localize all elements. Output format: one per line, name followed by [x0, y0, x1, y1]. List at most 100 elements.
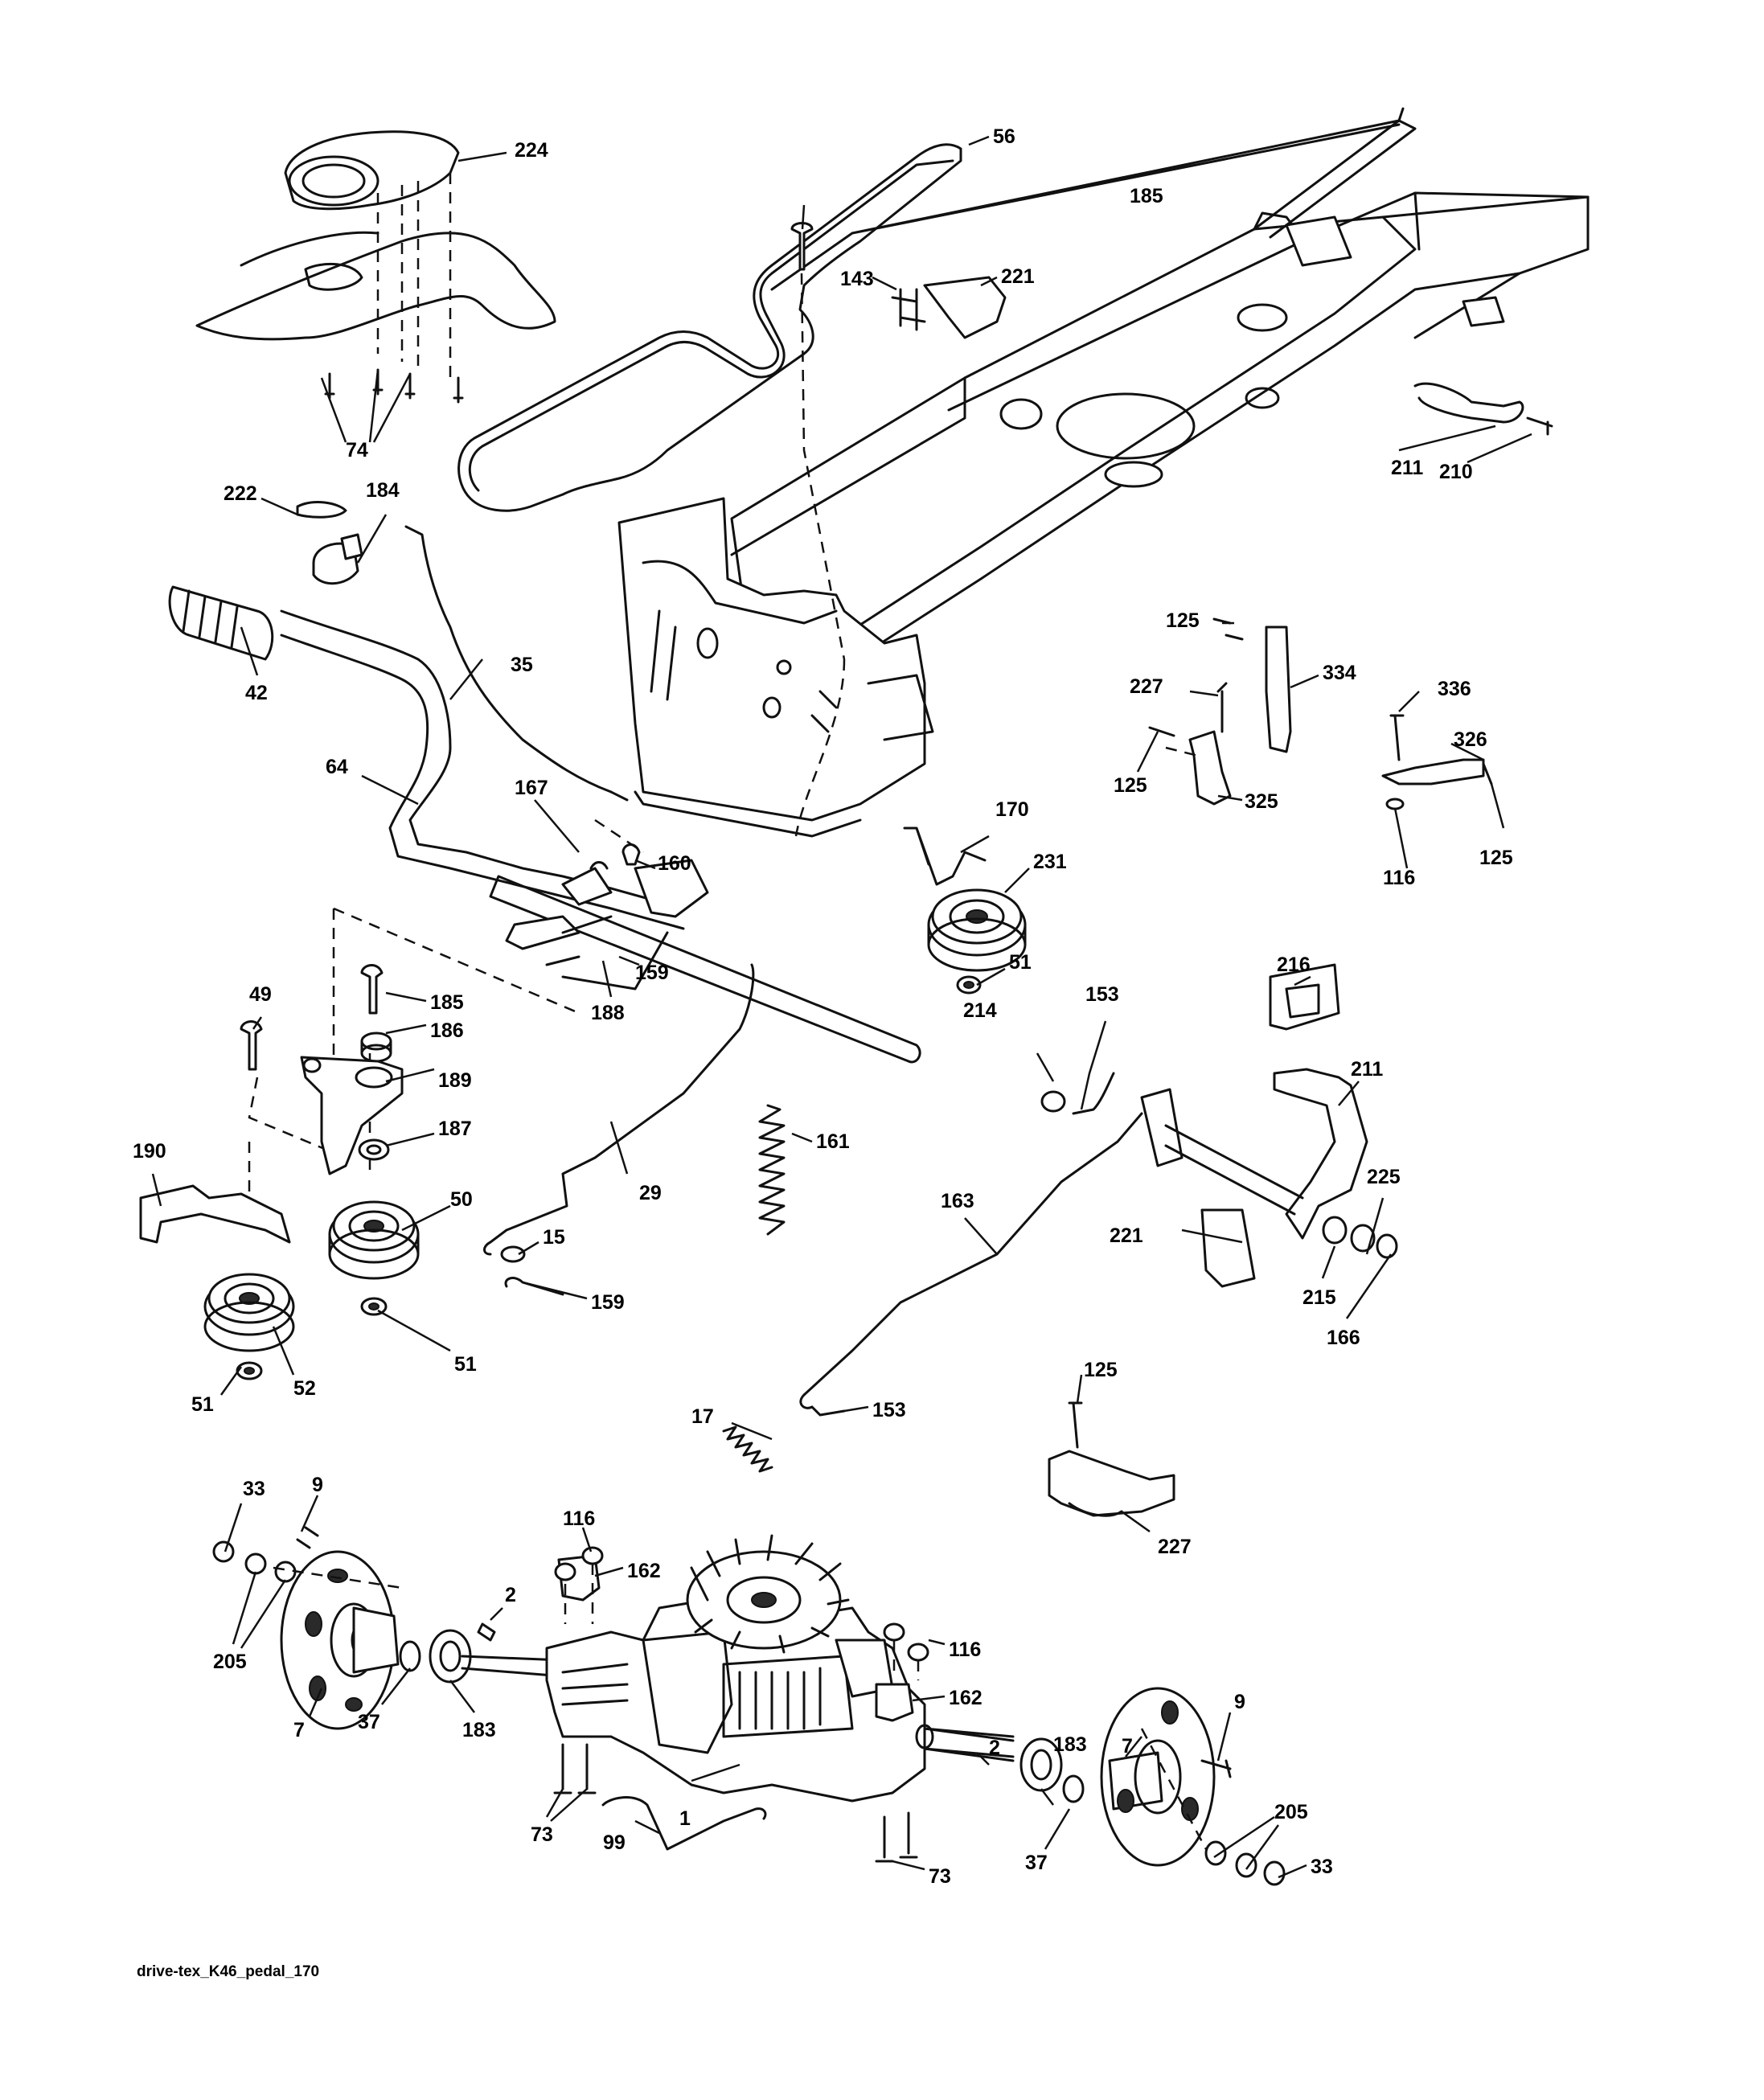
rod-29 [483, 963, 755, 1256]
callout-125-a: 125 [1166, 609, 1200, 632]
callout-215: 221 [1110, 1224, 1143, 1247]
pulley-231 [903, 826, 1027, 995]
callout-2-right: 2 [989, 1737, 1000, 1759]
callout-211-top: 214 [963, 999, 997, 1022]
callout-74: 74 [346, 439, 368, 461]
callout-216: 221 [1001, 265, 1035, 288]
callout-125-d: 125 [1084, 1359, 1118, 1381]
rod-197 [1413, 382, 1553, 436]
pulley-52 [203, 1273, 295, 1380]
callout-17: 17 [691, 1405, 714, 1428]
lever-64 [280, 609, 685, 930]
bracket-190 [139, 1184, 291, 1244]
diagram-caption: drive-tex_K46_pedal_170 [137, 1963, 319, 1980]
callout-186: 186 [430, 1019, 464, 1042]
callout-185-top: 185 [1130, 185, 1163, 207]
callout-183-left: 183 [462, 1719, 496, 1741]
knob-184 [296, 501, 363, 585]
drive-belt-56 [457, 143, 962, 512]
callout-185-mid: 185 [430, 991, 464, 1014]
callout-73-left: 73 [531, 1823, 553, 1846]
brackets-334-325 [1148, 617, 1292, 806]
bracket-216 [891, 276, 1007, 339]
callout-167: 167 [515, 777, 548, 799]
callout-116-b: 116 [563, 1507, 595, 1530]
callout-51-left: 51 [191, 1393, 214, 1416]
callout-35: 35 [511, 654, 533, 676]
callout-64: 64 [326, 756, 348, 778]
callout-205-left: 205 [213, 1651, 247, 1673]
callout-188: 188 [591, 1002, 625, 1024]
callout-196: 210 [1439, 461, 1473, 483]
callout-189: 189 [438, 1069, 472, 1092]
callout-160: 160 [658, 852, 691, 875]
callout-159-top: 159 [635, 962, 669, 984]
callout-163: 163 [941, 1190, 974, 1212]
callout-42: 42 [245, 682, 268, 704]
callout-37-left: 37 [358, 1711, 380, 1733]
callout-184: 184 [366, 479, 400, 502]
callout-325: 325 [1245, 790, 1278, 813]
callout-49: 49 [249, 983, 272, 1006]
callout-125-b: 125 [1114, 774, 1147, 797]
callout-15: 15 [543, 1226, 565, 1249]
cable-35 [404, 525, 629, 802]
screws-74 [324, 368, 464, 404]
console-fender-224 [195, 130, 556, 378]
callout-116-a: 116 [1383, 867, 1415, 889]
callout-190: 190 [133, 1140, 166, 1163]
callout-227: 227 [1130, 675, 1163, 698]
callout-56: 56 [993, 125, 1015, 148]
spring-17 [722, 1425, 773, 1473]
idler-bracket-assembly [240, 964, 404, 1175]
callout-153-low: 153 [872, 1399, 906, 1421]
pulley-50 [328, 1200, 420, 1316]
callout-9-left: 9 [312, 1474, 323, 1496]
callout-2-left: 2 [505, 1584, 516, 1606]
callout-183-right: 183 [1053, 1733, 1087, 1756]
callout-336: 336 [1438, 678, 1471, 700]
callout-210: 211 [1351, 1058, 1383, 1081]
grip-42 [168, 585, 274, 661]
callout-225: 227 [1158, 1536, 1192, 1558]
bracket-225 [1048, 1401, 1175, 1517]
callout-214: 216 [1277, 954, 1311, 976]
callout-9-right: 9 [1234, 1691, 1245, 1713]
callout-224: 224 [515, 139, 548, 162]
callout-153-top: 153 [1085, 983, 1119, 1006]
callout-162-low: 162 [949, 1687, 983, 1709]
callout-51-mid: 51 [454, 1353, 477, 1376]
callout-162-top: 162 [627, 1560, 661, 1582]
leader-lines [151, 135, 1532, 1879]
callout-211-low: 215 [1302, 1286, 1336, 1309]
callout-205-right: 205 [1274, 1801, 1308, 1823]
callout-1: 1 [679, 1807, 691, 1830]
callout-161: 161 [816, 1130, 850, 1153]
brake-pedal-assembly [1040, 963, 1398, 1288]
callout-7-right: 7 [1122, 1735, 1133, 1758]
callout-170: 170 [995, 798, 1029, 821]
callout-125-c: 125 [1479, 847, 1513, 869]
shaft-assembly [489, 843, 921, 1064]
callout-51-right: 51 [1009, 951, 1032, 974]
callout-187: 187 [438, 1118, 472, 1140]
callout-159-low: 159 [591, 1291, 625, 1314]
bolt-185-top [790, 222, 846, 837]
callout-37-right: 37 [1025, 1852, 1048, 1874]
spring-161 [758, 1104, 786, 1236]
bracket-326 [1381, 714, 1493, 810]
seat-bracket [617, 497, 934, 838]
callout-labels: 224 56 185 143 221 211 210 74 222 184 35… [133, 125, 1513, 1888]
callout-73-right: 73 [929, 1865, 951, 1888]
callout-166: 166 [1327, 1327, 1360, 1349]
callout-33-right: 33 [1311, 1856, 1333, 1878]
callout-221: 222 [224, 482, 257, 505]
callout-29: 29 [639, 1182, 662, 1204]
callout-116-c: 116 [949, 1639, 981, 1661]
callout-50: 50 [450, 1188, 473, 1211]
callout-334: 334 [1323, 662, 1356, 684]
right-hub [923, 1687, 1286, 1886]
callout-231: 231 [1033, 851, 1067, 873]
washer-15 [500, 1245, 564, 1296]
